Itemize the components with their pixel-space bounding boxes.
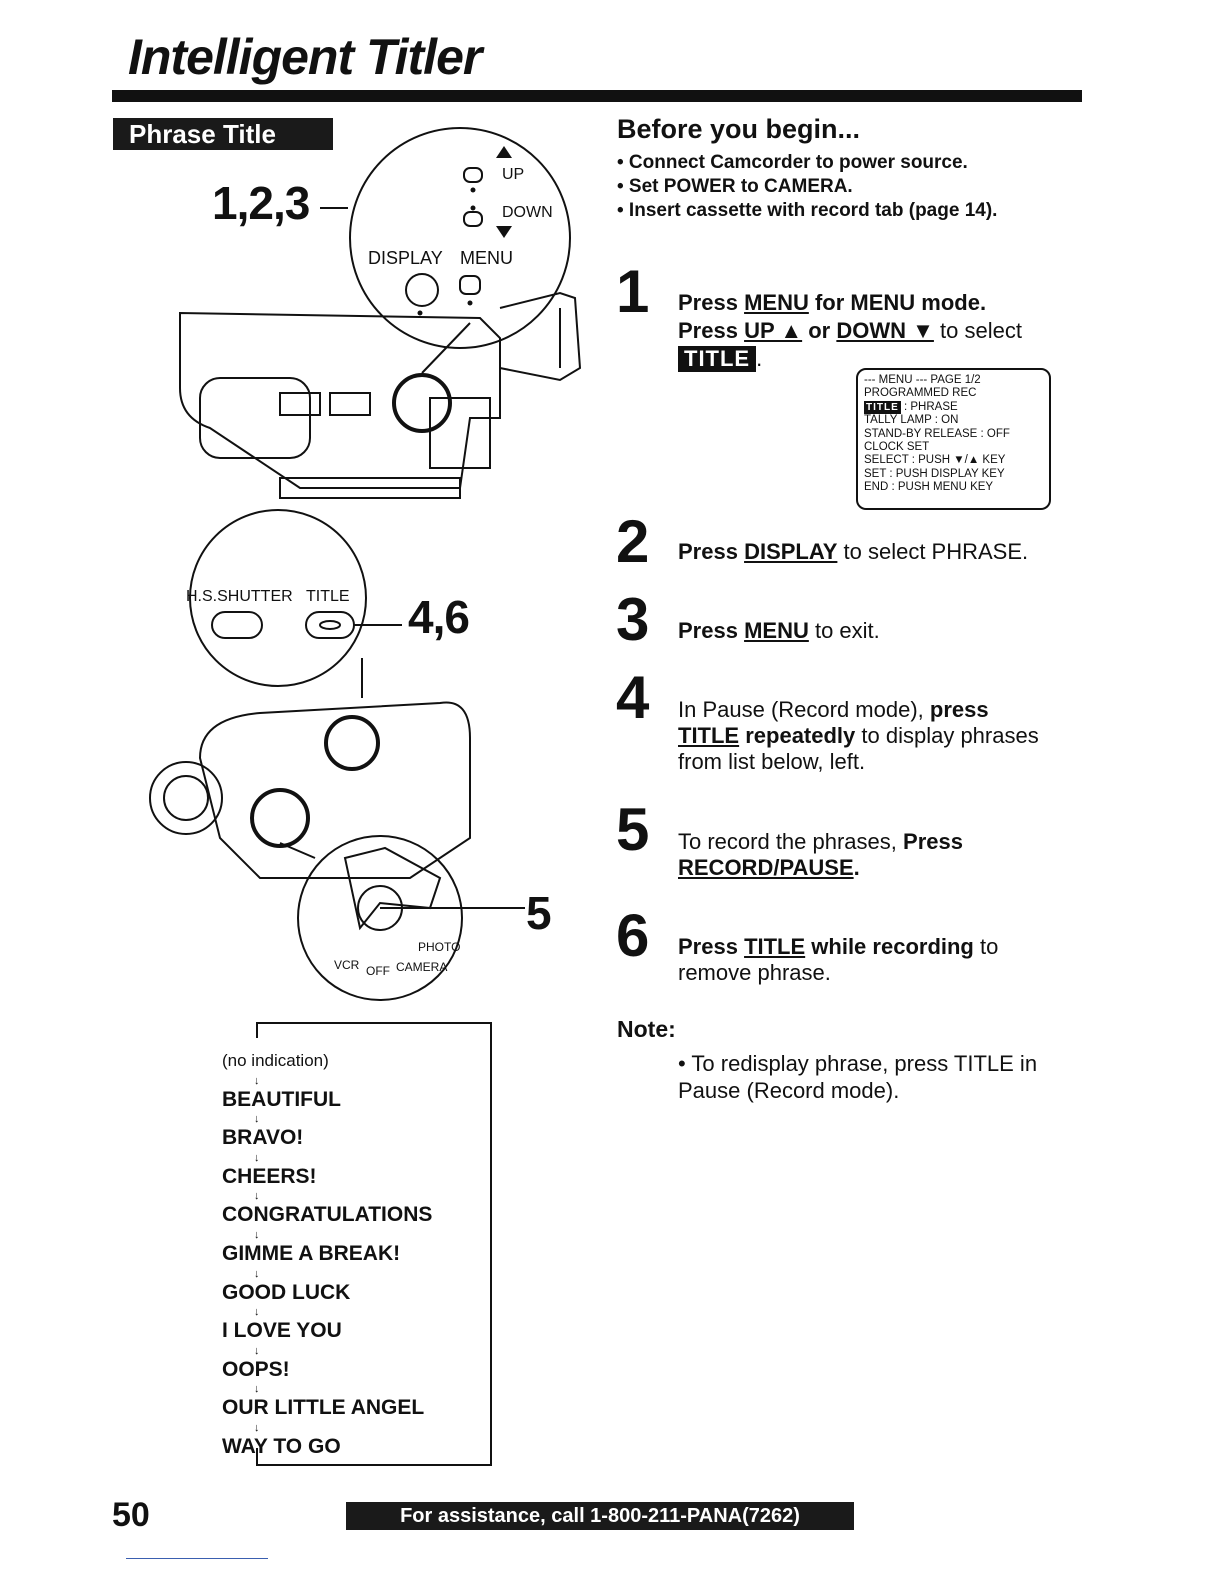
title-label: TITLE (306, 588, 350, 605)
callout-step-5: 5 (526, 887, 552, 939)
step-5-line-2: RECORD/PAUSE. (678, 855, 860, 880)
vcr-label: VCR (334, 958, 360, 972)
callout-steps-1-2-3: 1,2,3 (212, 177, 310, 229)
highlight-circle-low (250, 788, 310, 848)
down-arrow-icon: ↓ (254, 1344, 260, 1357)
down-arrow-icon: ↓ (254, 1306, 260, 1319)
phrase-item: (no indication) (222, 1051, 329, 1070)
phrase-item: ↓OOPS! (222, 1344, 290, 1381)
camera-label: CAMERA (396, 960, 448, 974)
step-4-number: 4 (616, 664, 650, 731)
step-6-line-1: Press TITLE while recording to (678, 934, 999, 959)
down-arrow-icon: ↓ (254, 1421, 260, 1434)
title-rule (112, 90, 1082, 102)
title-menu-tag: TITLE (678, 346, 757, 372)
up-label: UP (502, 166, 525, 183)
before-item: • Set POWER to CAMERA. (617, 176, 853, 197)
down-arrow-icon: ↓ (254, 1383, 260, 1396)
power-switch-magnifier (297, 835, 463, 1001)
menu-button-icon (459, 275, 481, 295)
step-5-number: 5 (616, 796, 650, 863)
step-2-text: Press DISPLAY to select PHRASE. (678, 539, 1029, 564)
title-button-icon (305, 611, 355, 639)
bottom-rule (126, 1558, 268, 1559)
up-button-icon (463, 167, 483, 183)
down-button-icon (463, 211, 483, 227)
phrase-item: ↓CONGRATULATIONS (222, 1190, 433, 1227)
step-5-line-1: To record the phrases, Press (678, 829, 963, 854)
step-2-number: 2 (616, 508, 650, 575)
off-label: OFF (366, 964, 390, 978)
step-3-text: Press MENU to exit. (678, 618, 880, 643)
step-1-line-1: Press MENU for MENU mode. (678, 290, 987, 315)
down-arrow-icon: ↓ (254, 1151, 260, 1164)
callout-steps-4-6: 4,6 (408, 591, 470, 643)
phrase-item: ↓WAY TO GO (222, 1421, 341, 1458)
section-banner: Phrase Title (113, 118, 333, 150)
down-label: DOWN (502, 204, 553, 221)
step-1-line-2: Press UP ▲ or DOWN ▼ to select (678, 318, 1022, 343)
phrase-item: ↓CHEERS! (222, 1151, 317, 1188)
hs-shutter-button-icon (211, 611, 263, 639)
display-button-icon (405, 273, 439, 307)
down-arrow-icon: ↓ (254, 1190, 260, 1203)
phrase-item: ↓BRAVO! (222, 1113, 304, 1150)
before-item: • Insert cassette with record tab (page … (617, 200, 998, 221)
highlight-circle-mid (324, 715, 380, 771)
before-item: • Connect Camcorder to power source. (617, 152, 968, 173)
down-arrow-icon: ↓ (254, 1267, 260, 1280)
phrase-item: ↓I LOVE YOU (222, 1306, 342, 1343)
step-6-number: 6 (616, 902, 650, 969)
phrase-item: ↓BEAUTIFUL (222, 1074, 341, 1111)
phrase-item: ↓GIMME A BREAK! (222, 1228, 401, 1265)
down-arrow-icon: ↓ (254, 1074, 260, 1087)
down-arrow-icon: ↓ (254, 1228, 260, 1241)
page-title: Intelligent Titler (128, 29, 482, 85)
down-arrow-icon: ↓ (254, 1113, 260, 1126)
highlight-circle-top (392, 373, 452, 433)
menu-buttons-magnifier (349, 127, 571, 349)
step-1-line-3: TITLE. (678, 346, 762, 372)
photo-label: PHOTO (418, 940, 461, 954)
step-4-line-2: TITLE repeatedly to display phrases (678, 723, 1039, 748)
note-heading: Note: (617, 1016, 676, 1042)
phrase-list-frame (256, 1022, 492, 1466)
display-label: DISPLAY (368, 248, 443, 268)
before-heading: Before you begin... (617, 114, 861, 144)
phrase-item: ↓OUR LITTLE ANGEL (222, 1383, 425, 1420)
hs-shutter-label: H.S.SHUTTER (186, 588, 293, 605)
phrase-list: (no indication) ↓BEAUTIFUL ↓BRAVO! ↓CHEE… (222, 1042, 432, 1467)
step-4-line-3: from list below, left. (678, 749, 866, 774)
phrase-item: ↓GOOD LUCK (222, 1267, 351, 1304)
step-3-number: 3 (616, 586, 650, 653)
menu-screen: --- MENU --- PAGE 1/2 PROGRAMMED REC TIT… (856, 368, 1051, 510)
menu-label: MENU (460, 248, 513, 268)
step-4-line-1: In Pause (Record mode), press (678, 697, 989, 722)
assistance-banner: For assistance, call 1-800-211-PANA(7262… (346, 1502, 854, 1530)
note-text: • To redisplay phrase, press TITLE in Pa… (678, 1051, 1038, 1103)
camcorder-illustration (149, 127, 582, 1001)
step-1-number: 1 (616, 258, 650, 325)
step-6-line-2: remove phrase. (678, 960, 831, 985)
title-button-magnifier (189, 509, 367, 687)
page-number: 50 (112, 1496, 150, 1534)
